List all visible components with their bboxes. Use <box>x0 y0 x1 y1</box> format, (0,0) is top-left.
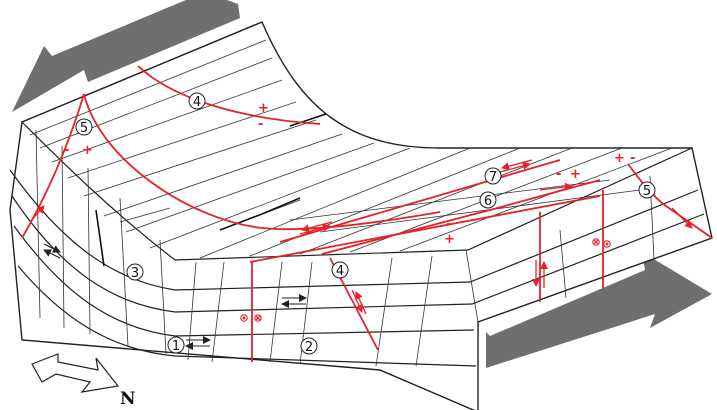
north-label: N <box>120 389 136 409</box>
fault-4-upper <box>137 65 321 125</box>
shear-strokes <box>95 113 327 267</box>
sign: - <box>556 167 561 182</box>
sign: + <box>570 167 581 182</box>
sign: + <box>82 143 93 158</box>
cross-in-circle-icon <box>254 238 600 322</box>
label-markers: 1 2 3 4 4 5 5 6 7 <box>75 92 656 355</box>
sign: - <box>258 117 263 132</box>
label-6: 6 <box>484 194 492 209</box>
label-5-right: 5 <box>643 184 651 199</box>
label-7: 7 <box>489 170 497 185</box>
label-5-left: 5 <box>80 121 88 136</box>
compression-arrow-icon <box>486 252 712 368</box>
slip-arrow-icon <box>43 243 307 350</box>
layer-boundaries <box>9 169 705 367</box>
top-surface <box>21 21 693 261</box>
compression-arrow-icon <box>12 0 240 112</box>
label-3: 3 <box>131 266 139 281</box>
label-2: 2 <box>305 340 313 355</box>
sign: + <box>258 101 269 116</box>
sign: - <box>446 217 451 232</box>
slip-arrow-icon <box>29 159 693 315</box>
fault-low <box>249 195 601 263</box>
sign: - <box>64 143 69 158</box>
block-outline <box>9 21 713 410</box>
fault-signs: + - + - + - + - + - <box>64 101 635 247</box>
north-arrow-icon <box>31 353 120 393</box>
sign: + <box>444 232 455 247</box>
sign: - <box>630 151 635 166</box>
label-4-top: 4 <box>193 95 201 110</box>
label-1: 1 <box>172 339 180 354</box>
fault-6 <box>321 179 601 255</box>
sign: + <box>614 151 625 166</box>
dot-in-circle-icon <box>240 240 611 322</box>
fault-5-curve <box>83 93 441 231</box>
label-4-front: 4 <box>336 264 344 279</box>
